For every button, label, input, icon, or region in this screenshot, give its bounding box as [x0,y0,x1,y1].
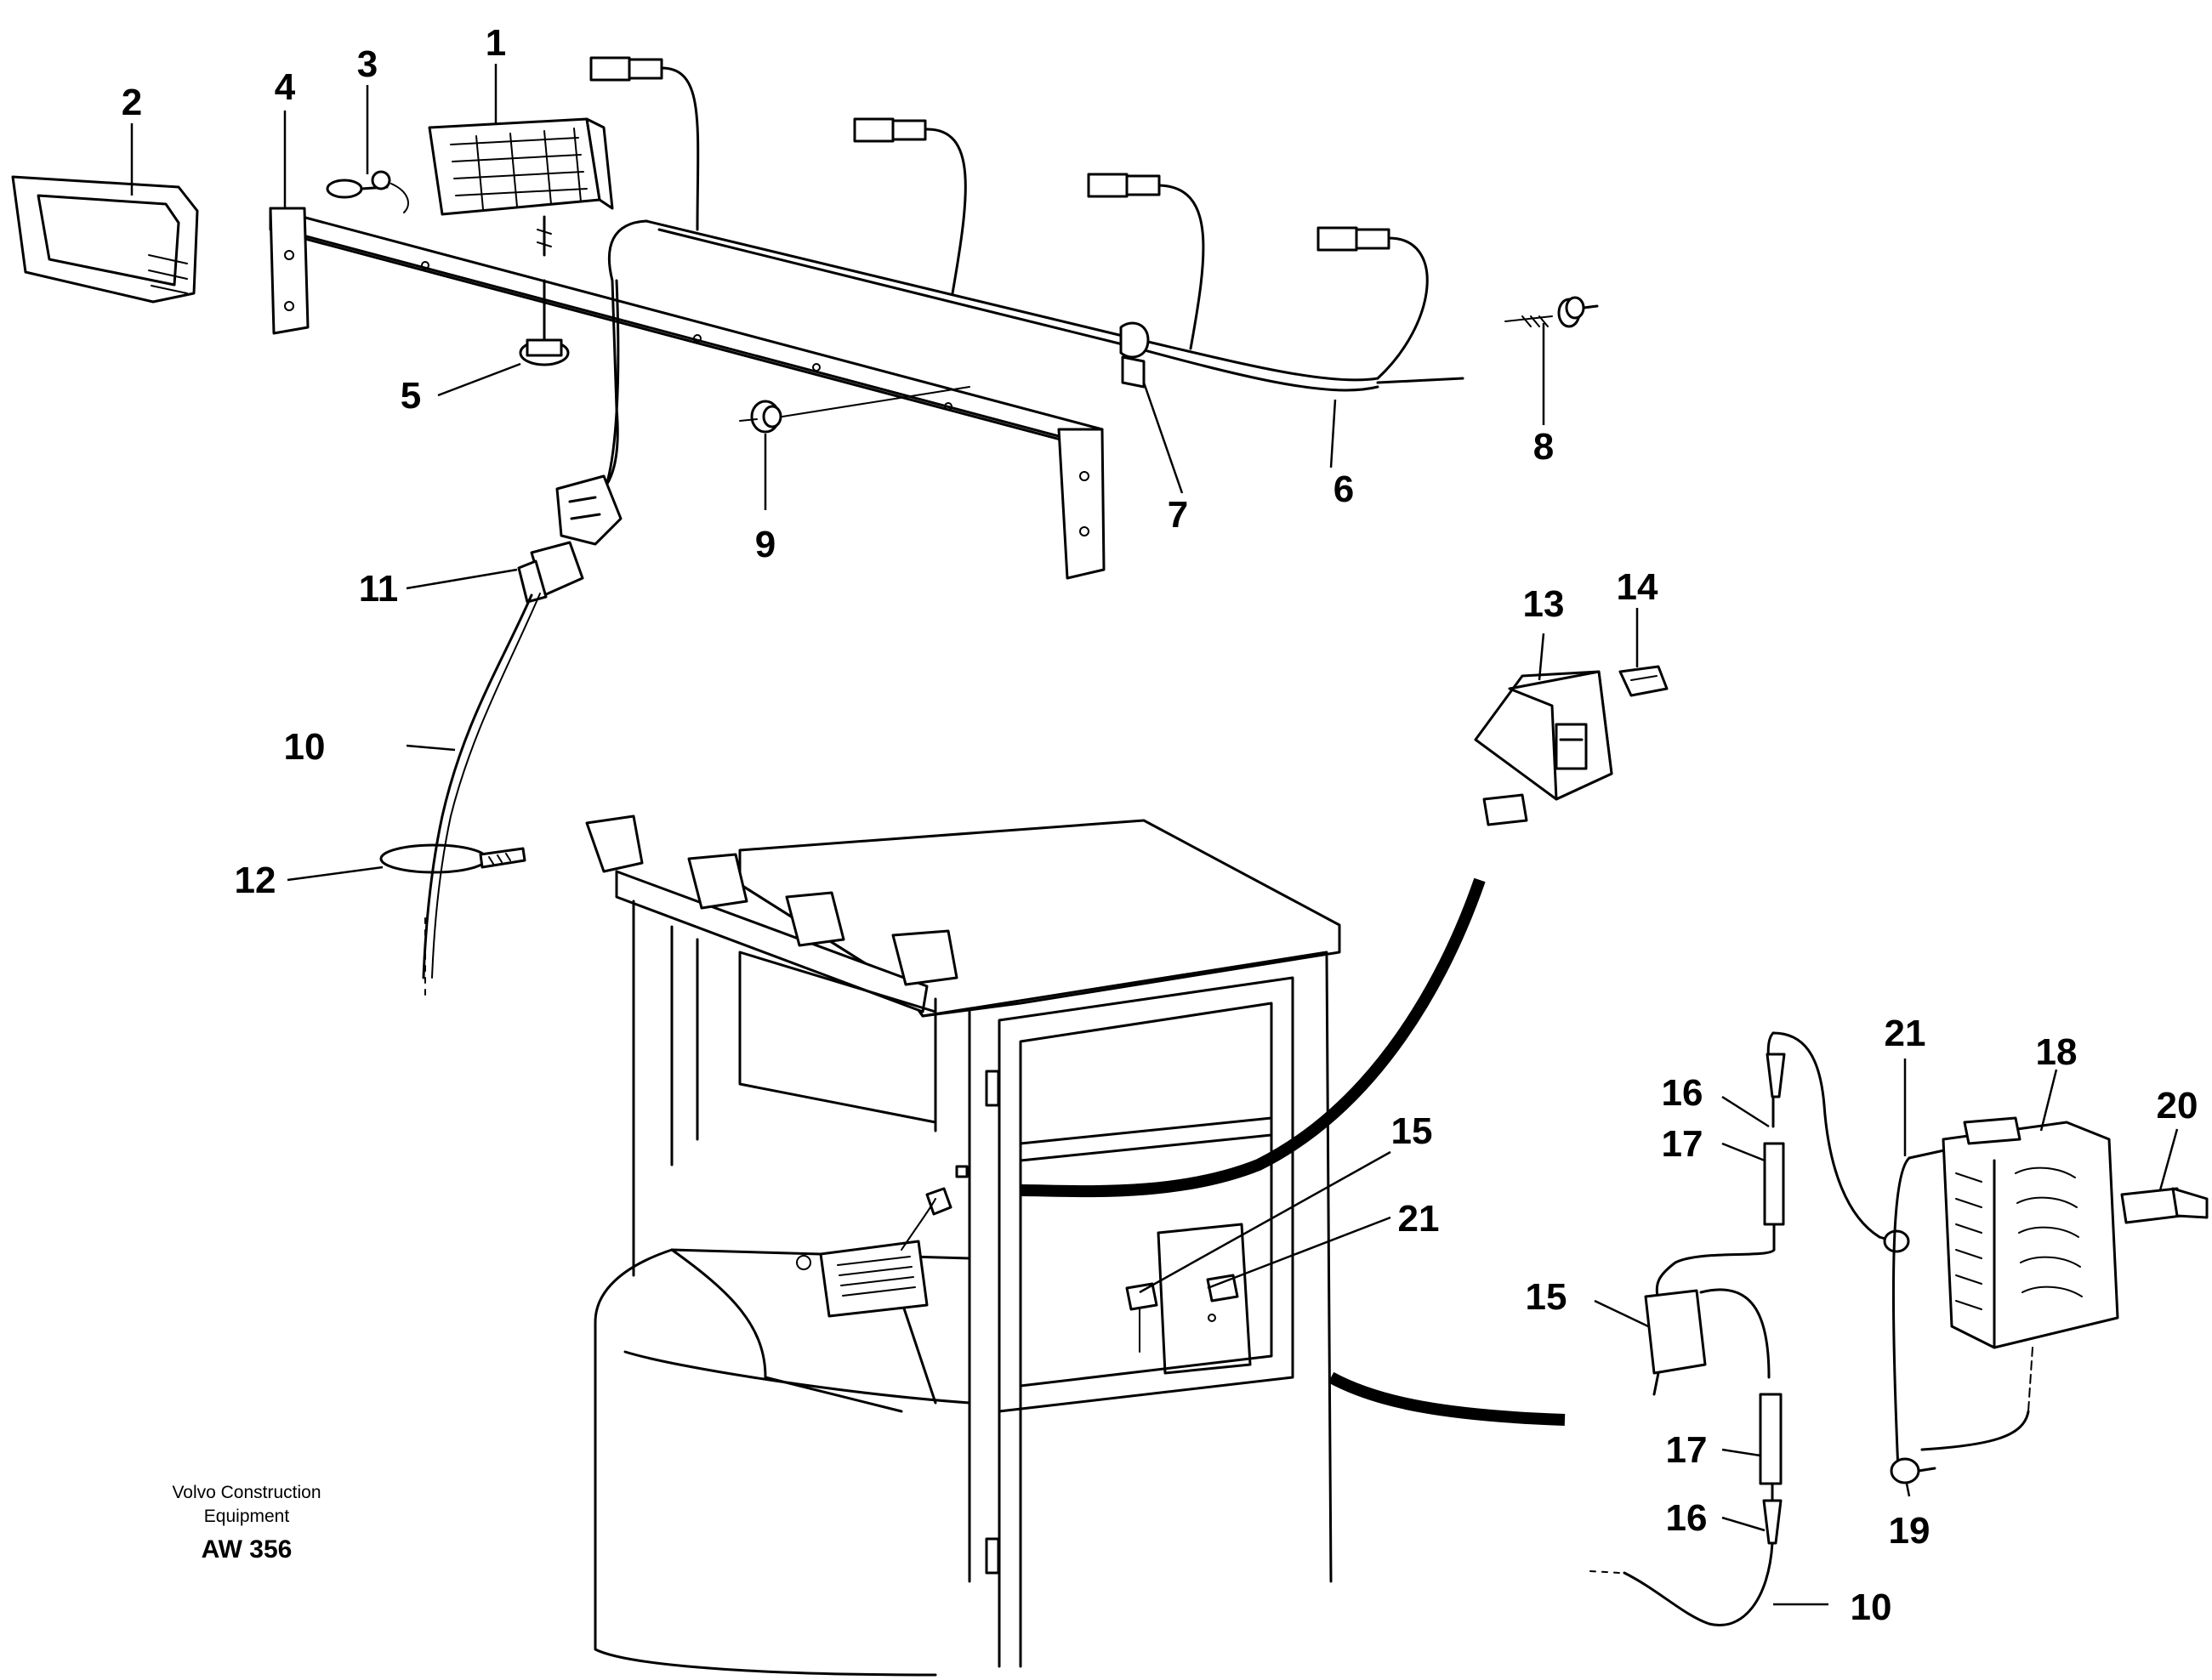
callout-2: 2 [122,82,142,123]
callout-1: 1 [486,22,506,64]
wiring-harness [555,56,1464,546]
callout-3: 3 [357,43,378,85]
lamp-bracket-assembly [269,207,1106,580]
cab-illustration [585,814,1566,1677]
footer: Volvo Construction Equipment AW 356 [172,1483,321,1564]
callout-10-upper: 10 [284,726,326,768]
callout-10-lower: 10 [1851,1586,1892,1628]
grommet-icon [739,386,970,434]
callout-15-cab: 15 [1391,1110,1433,1152]
callout-9: 9 [755,524,776,565]
bracket-left-leg [269,207,310,335]
cable-strap-icon [379,843,526,874]
leader-lines [130,64,2179,1606]
callout-12: 12 [235,860,276,901]
clip-icon [1618,665,1669,697]
nut-icon [519,279,570,366]
footer-drawing-code: AW 356 [202,1535,293,1564]
footer-company-line1: Volvo Construction [172,1483,321,1502]
connector-cable [422,541,584,996]
callout-7: 7 [1168,494,1188,536]
callout-11: 11 [359,568,399,610]
callout-15-detail: 15 [1526,1276,1567,1318]
rocker-switch-icon [1474,670,1613,826]
callout-4: 4 [275,66,296,108]
callout-6: 6 [1333,468,1354,510]
callout-18: 18 [2036,1031,2078,1073]
relay-detail [1589,1031,2209,1626]
footer-company-line2: Equipment [204,1507,290,1526]
callout-5: 5 [401,375,421,417]
callout-17-lower: 17 [1666,1429,1708,1471]
callout-16-lower: 16 [1666,1497,1708,1539]
callout-16-upper: 16 [1662,1072,1703,1114]
callout-13: 13 [1523,583,1565,625]
work-lamp-icon [428,117,614,257]
lamp-shade-icon [11,175,199,304]
ground-screw-icon [1504,296,1599,328]
callout-21-detail: 21 [1885,1013,1926,1054]
callout-numbers: 1 2 3 4 5 6 7 8 9 10 11 12 13 14 15 21 1… [122,22,2198,1628]
callout-17-upper: 17 [1662,1123,1703,1165]
callout-8: 8 [1533,426,1554,468]
bracket-right-leg [1057,428,1106,580]
callout-21-cab: 21 [1398,1198,1440,1240]
callout-14: 14 [1617,566,1658,608]
callout-19: 19 [1889,1510,1931,1552]
bulb-icon [326,170,409,213]
callout-20: 20 [2157,1085,2198,1127]
